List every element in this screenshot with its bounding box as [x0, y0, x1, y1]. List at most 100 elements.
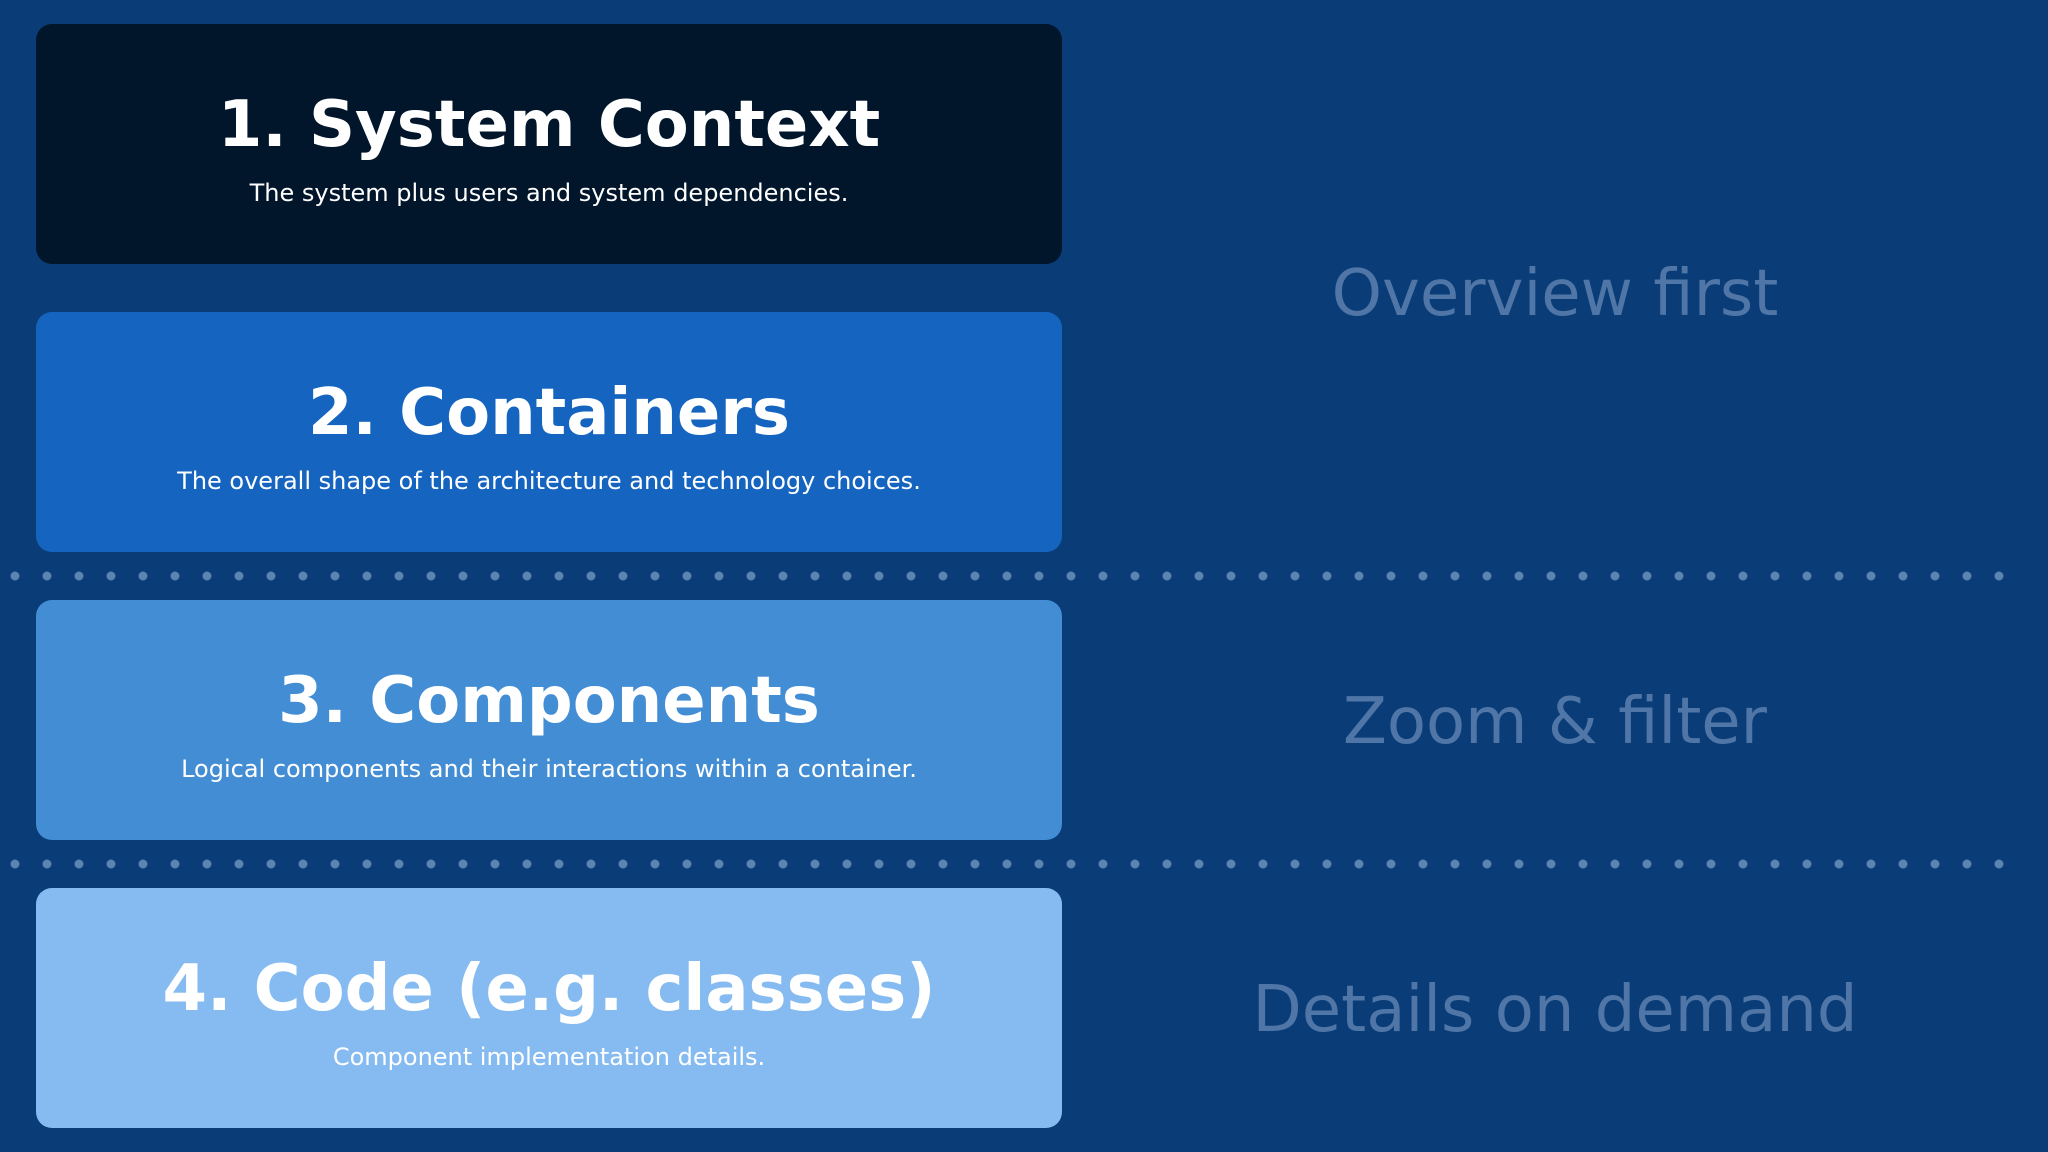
- divider-dot: [1130, 859, 1140, 869]
- divider-dot: [1066, 571, 1076, 581]
- level-title: 1. System Context: [217, 88, 881, 163]
- divider-dot: [1578, 571, 1588, 581]
- divider-dot: [1034, 859, 1044, 869]
- divider-dot: [1226, 859, 1236, 869]
- divider-dot: [874, 859, 884, 869]
- level-title: 3. Components: [278, 664, 820, 739]
- divider-dot: [586, 571, 596, 581]
- divider-dot: [1930, 571, 1940, 581]
- divider-dot: [1418, 571, 1428, 581]
- divider-dot: [554, 571, 564, 581]
- divider-dot: [202, 859, 212, 869]
- divider-dot: [426, 571, 436, 581]
- divider-dot: [10, 571, 20, 581]
- divider-dot: [1418, 859, 1428, 869]
- divider-dot: [842, 571, 852, 581]
- divider-dot: [1994, 571, 2004, 581]
- divider-dot: [170, 571, 180, 581]
- divider-dot: [1738, 859, 1748, 869]
- divider-dot: [522, 571, 532, 581]
- divider-dot: [1194, 571, 1204, 581]
- divider-dot: [1610, 859, 1620, 869]
- divider-dot: [1994, 859, 2004, 869]
- divider-dot: [394, 571, 404, 581]
- divider-dot: [1706, 859, 1716, 869]
- divider-dot: [1898, 859, 1908, 869]
- divider-dot: [842, 859, 852, 869]
- divider-dot: [1962, 571, 1972, 581]
- level-system-context: 1. System Context The system plus users …: [36, 24, 1062, 264]
- divider-dot: [1450, 571, 1460, 581]
- level-title: 4. Code (e.g. classes): [162, 952, 936, 1027]
- divider-dot: [1194, 859, 1204, 869]
- divider-dot: [362, 571, 372, 581]
- divider-dot: [202, 571, 212, 581]
- divider-dot: [1002, 571, 1012, 581]
- divider-dot: [650, 571, 660, 581]
- divider-dot: [1034, 571, 1044, 581]
- divider-dot: [1258, 571, 1268, 581]
- divider-dot: [426, 859, 436, 869]
- divider-dot: [1290, 571, 1300, 581]
- divider-dot: [1802, 859, 1812, 869]
- divider-dot: [650, 859, 660, 869]
- divider-dot: [970, 859, 980, 869]
- level-description: The system plus users and system depende…: [249, 178, 849, 207]
- divider-dot: [1962, 859, 1972, 869]
- level-description: Component implementation details.: [332, 1042, 766, 1071]
- divider-dot: [1162, 859, 1172, 869]
- divider-dot: [1578, 859, 1588, 869]
- divider-dot: [810, 859, 820, 869]
- divider-dot: [1130, 571, 1140, 581]
- divider-dot: [1610, 571, 1620, 581]
- divider-dot: [298, 859, 308, 869]
- divider-dot: [106, 571, 116, 581]
- divider-dot: [458, 859, 468, 869]
- divider-dot: [1866, 571, 1876, 581]
- divider-dot: [1290, 859, 1300, 869]
- divider-dot: [1322, 859, 1332, 869]
- divider-dot: [1866, 859, 1876, 869]
- divider-dot: [490, 859, 500, 869]
- divider-dot: [1258, 859, 1268, 869]
- divider-dot: [746, 859, 756, 869]
- divider-dot: [554, 859, 564, 869]
- label-details-on-demand: Details on demand: [1252, 973, 1858, 1047]
- divider-dot: [10, 859, 20, 869]
- divider-dot: [138, 859, 148, 869]
- divider-dot: [522, 859, 532, 869]
- dotted-divider: [10, 859, 2004, 869]
- divider-dot: [74, 859, 84, 869]
- level-description: Logical components and their interaction…: [181, 754, 917, 783]
- divider-dot: [1546, 571, 1556, 581]
- divider-dot: [1098, 859, 1108, 869]
- divider-dot: [1322, 571, 1332, 581]
- level-title: 2. Containers: [308, 376, 790, 451]
- divider-dot: [1386, 859, 1396, 869]
- divider-dot: [1066, 859, 1076, 869]
- divider-dot: [1546, 859, 1556, 869]
- divider-dot: [42, 859, 52, 869]
- label-zoom-and-filter: Zoom & filter: [1343, 685, 1767, 759]
- divider-dot: [1706, 571, 1716, 581]
- divider-dot: [714, 571, 724, 581]
- label-overview-first: Overview first: [1331, 257, 1779, 331]
- level-description: The overall shape of the architecture an…: [177, 466, 921, 495]
- divider-dot: [778, 571, 788, 581]
- divider-dot: [1482, 571, 1492, 581]
- divider-dot: [1482, 859, 1492, 869]
- level-code: 4. Code (e.g. classes) Component impleme…: [36, 888, 1062, 1128]
- divider-dot: [938, 859, 948, 869]
- divider-dot: [266, 571, 276, 581]
- divider-dot: [330, 859, 340, 869]
- level-containers: 2. Containers The overall shape of the a…: [36, 312, 1062, 552]
- divider-dot: [618, 571, 628, 581]
- divider-dot: [618, 859, 628, 869]
- divider-dot: [778, 859, 788, 869]
- divider-dot: [266, 859, 276, 869]
- divider-dot: [42, 571, 52, 581]
- divider-dot: [1674, 571, 1684, 581]
- divider-dot: [1514, 859, 1524, 869]
- divider-dot: [138, 571, 148, 581]
- divider-dot: [1098, 571, 1108, 581]
